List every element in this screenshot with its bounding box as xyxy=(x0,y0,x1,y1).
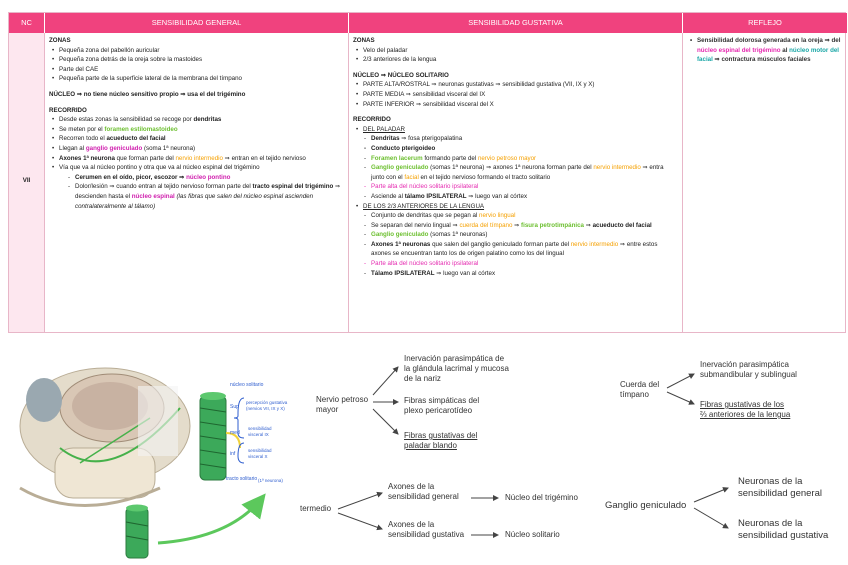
list-item: Velo del paladar xyxy=(353,46,678,56)
list-item: Llegan al ganglio geniculado (soma 1ª ne… xyxy=(49,144,344,154)
ganglio-item-1: Neuronas de la sensibilidad general xyxy=(738,476,822,499)
section-title: RECORRIDO xyxy=(49,106,87,114)
list-item: Se separan del nervio lingual ⇒ cuerda d… xyxy=(353,221,678,231)
list-item: Parte del CAE xyxy=(49,65,344,75)
header-sensibilidad-gustativa: SENSIBILIDAD GUSTATIVA xyxy=(349,13,683,33)
nucleo-trigemino-label: Núcleo del trigémino xyxy=(505,493,578,502)
section-title: RECORRIDO xyxy=(353,116,391,124)
hw-label-top: núcleo solitario xyxy=(230,382,264,388)
list-item: Conjunto de dendritas que se pegan al ne… xyxy=(353,211,678,221)
intermedio-item-1: Axones de la sensibilidad general xyxy=(388,482,459,501)
list-item: Pequeña zona detrás de la oreja sobre la… xyxy=(49,55,344,65)
intermedio-label: termedio xyxy=(300,504,332,513)
hw-label-bottom: tracto solitario xyxy=(226,476,258,482)
hw-label-med: med xyxy=(230,430,240,436)
list-item: 2/3 anteriores de la lengua xyxy=(353,55,678,65)
gustativa-cell: ZONAS Velo del paladar 2/3 anteriores de… xyxy=(349,33,683,332)
list-item: Vía que va al núcleo pontino y otra que … xyxy=(49,163,344,173)
hw-label-med-desc: sensibilidad visceral IX xyxy=(248,426,272,437)
petroso-item-1: Inervación parasimpática de la glándula … xyxy=(404,354,509,383)
section-title: ZONAS xyxy=(49,37,71,44)
list-item: Recorren todo el acueducto del facial xyxy=(49,134,344,144)
list-item: Dolor/lesión ⇒ cuando entran al tejido n… xyxy=(49,182,344,211)
list-item: Axones 1ª neuronas que salen del ganglio… xyxy=(353,240,678,259)
anatomy-illustrations xyxy=(19,366,729,559)
petroso-mayor-label: Nervio petroso mayor xyxy=(316,395,369,414)
nc-value: VII xyxy=(22,177,31,184)
list-item: Sensibilidad dolorosa generada en la ore… xyxy=(687,36,843,65)
list-item: Parte alta del núcleo solitario ipsilate… xyxy=(353,259,678,269)
list-item: PARTE ALTA/ROSTRAL ⇒ neuronas gustativas… xyxy=(353,80,678,90)
list-item: Ganglio geniculado (somas 1ª neuronas) xyxy=(353,230,678,240)
small-tract-icon xyxy=(125,504,149,559)
petroso-item-3: Fibras gustativas del paladar blando xyxy=(404,431,478,450)
cuerda-timpano-label: Cuerda del tímpano xyxy=(620,380,660,399)
hw-label-bottom-note: (1ª neurona) xyxy=(258,478,283,483)
hw-label-inf-desc: sensibilidad visceral X xyxy=(248,448,272,459)
list-item: Ganglio geniculado (somas 1ª neurona) ⇒ … xyxy=(353,163,678,182)
skull-icon xyxy=(19,367,191,507)
nucleo-solitario-label: Núcleo solitario xyxy=(505,530,560,539)
hw-label-sup-desc: percepción gustativa (nervios VII, IX y … xyxy=(246,400,288,411)
ganglio-geniculado-label: Ganglio geniculado xyxy=(605,500,687,511)
petroso-item-2: Fibras simpáticas del plexo pericarotíde… xyxy=(404,396,480,415)
list-item: PARTE MEDIA ⇒ sensibilidad visceral del … xyxy=(353,90,678,100)
list-item: Parte alta del núcleo solitario ipsilate… xyxy=(353,182,678,192)
nerve-table: NC SENSIBILIDAD GENERAL SENSIBILIDAD GUS… xyxy=(8,12,847,333)
list-item: Axones 1ª neurona que forman parte del n… xyxy=(49,154,344,164)
nc-cell: VII xyxy=(9,33,45,332)
subsection-title: DE LOS 2/3 ANTERIORES DE LA LENGUA xyxy=(353,202,678,212)
solitary-tract-icon xyxy=(199,392,241,481)
list-item: Asciende al tálamo IPSILATERAL ⇒ luego v… xyxy=(353,192,678,202)
ganglio-item-2: Neuronas de la sensibilidad gustativa xyxy=(738,518,829,541)
general-cell: ZONAS Pequeña zona del pabellón auricula… xyxy=(45,33,349,332)
header-sensibilidad-general: SENSIBILIDAD GENERAL xyxy=(45,13,349,33)
nucleo-text: NÚCLEO ⇒ no tiene núcleo sensitivo propi… xyxy=(49,90,246,98)
cuerda-item-1: Inervación parasimpática submandibular y… xyxy=(700,360,797,379)
list-item: Dendritas ⇒ fosa pterigopalatina xyxy=(353,134,678,144)
list-item: PARTE INFERIOR ⇒ sensibilidad visceral d… xyxy=(353,100,678,110)
cuerda-item-2: Fibras gustativas de los ⅔ anteriores de… xyxy=(700,400,791,419)
hw-label-sup: Sup xyxy=(230,404,239,410)
list-item: Conducto pterigoideo xyxy=(353,144,678,154)
header-nc: NC xyxy=(9,13,45,33)
facial-nerve-diagram: núcleo solitario Sup percepción gustativ… xyxy=(0,338,848,565)
list-item: Foramen lacerum formando parte del nervi… xyxy=(353,154,678,164)
section-title: ZONAS xyxy=(353,37,375,44)
list-item: Pequeña zona del pabellón auricular xyxy=(49,46,344,56)
intermedio-item-2: Axones de la sensibilidad gustativa xyxy=(388,520,465,539)
list-item: Se meten por el foramen estilomastoideo xyxy=(49,125,344,135)
list-item: Desde estas zonas la sensibilidad se rec… xyxy=(49,115,344,125)
header-reflejo: REFLEJO xyxy=(683,13,847,33)
list-item: Tálamo IPSILATERAL ⇒ luego van al córtex xyxy=(353,269,678,279)
nucleo-text: NÚCLEO ⇒ NÚCLEO SOLITARIO xyxy=(353,71,449,79)
list-item: Cerumen en el oído, picor, escozor ⇒ núc… xyxy=(49,173,344,183)
reflejo-cell: Sensibilidad dolorosa generada en la ore… xyxy=(683,33,847,332)
subsection-title: DEL PALADAR xyxy=(353,125,678,135)
list-item: Pequeña parte de la superficie lateral d… xyxy=(49,74,344,84)
hw-label-inf: inf xyxy=(230,451,236,457)
